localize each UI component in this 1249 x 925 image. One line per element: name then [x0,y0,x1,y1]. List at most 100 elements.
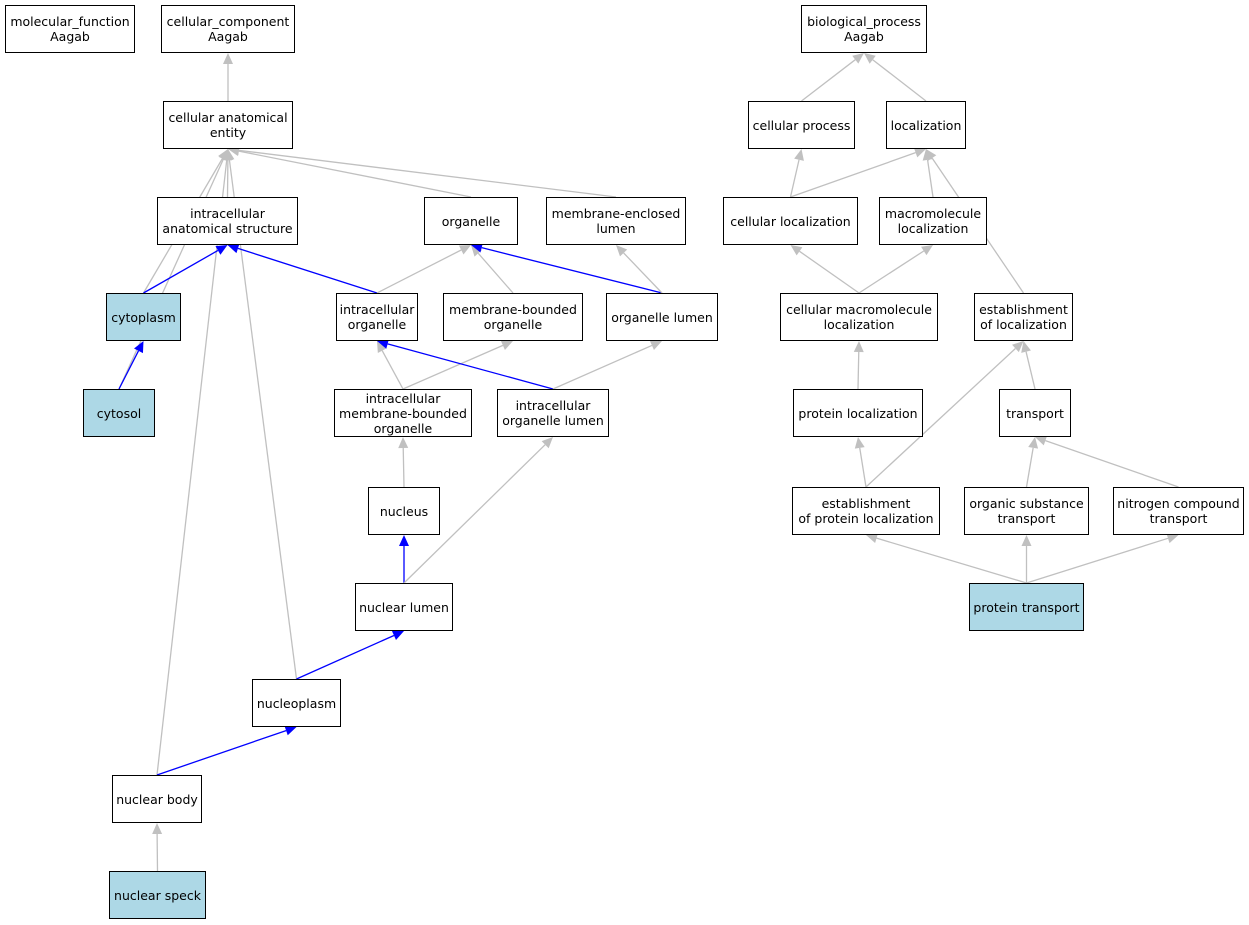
edge-arrowhead [458,245,471,255]
edge-arrowhead [1021,535,1032,546]
edge-line [143,249,219,294]
go-term-node[interactable]: biological_process Aagab [801,5,927,53]
edge-line [857,351,860,390]
go-term-node[interactable]: molecular_function Aagab [5,5,135,53]
go-term-node[interactable]: establishment of protein localization [792,487,940,535]
edge-line [228,159,298,680]
go-term-node[interactable]: intracellular anatomical structure [157,197,298,245]
go-term-node[interactable]: membrane-bounded organelle [443,293,583,341]
edge-arrowhead [227,243,240,254]
edge-arrowhead [794,149,804,161]
go-term-node[interactable]: nitrogen compound transport [1113,487,1244,535]
go-term-node[interactable]: nucleoplasm [252,679,341,727]
edge-arrowhead [152,823,163,835]
edge-arrowhead [215,245,228,255]
edge-arrowhead [926,149,937,161]
go-term-node[interactable]: cellular localization [723,197,858,245]
edge-line [403,444,546,584]
edge-line [156,729,287,776]
go-term-node[interactable]: intracellular organelle lumen [497,389,609,437]
edge-arrowhead [852,53,864,64]
edge-line [118,158,225,390]
edge-arrowhead [1012,341,1024,353]
edge-arrowhead [471,242,483,253]
go-term-node[interactable]: localization [886,101,966,149]
edge-line [118,350,140,390]
edge-arrowhead [1021,341,1031,353]
edge-line [387,343,554,390]
edge-line [381,350,404,390]
edge-arrowhead [134,341,144,354]
edge-line [1025,351,1036,390]
edge-line [237,247,378,294]
edge-line [481,247,663,294]
edge-arrowhead [913,147,926,158]
edge-line [1026,537,1169,584]
go-term-node[interactable]: intracellular organelle [336,293,418,341]
edge-arrowhead [1028,437,1039,449]
edge-arrowhead [853,341,864,353]
edge-arrowhead [854,437,865,449]
go-term-node[interactable]: organelle lumen [606,293,718,341]
edge-line [872,59,927,102]
go-term-node[interactable]: transport [999,389,1071,437]
edge-arrowhead [541,437,553,449]
go-term-node[interactable]: nuclear lumen [355,583,453,631]
edge-line [552,344,653,390]
edge-line [801,59,856,102]
go-term-node[interactable]: cellular macromolecule localization [780,293,938,341]
go-term-node[interactable]: protein transport [969,583,1084,631]
edge-line [623,252,663,294]
edge-line [799,250,860,294]
edge-line [238,150,472,198]
edge-arrowhead [1166,533,1179,544]
edge-line [790,152,916,198]
edge-line [1025,447,1034,488]
edge-line [156,159,228,776]
go-term-node[interactable]: macromolecule localization [879,197,987,245]
go-term-node[interactable]: cytosol [83,389,155,437]
edge-arrowhead [864,53,876,64]
edge-line [858,250,925,294]
edge-line [402,344,504,390]
edge-arrowhead [398,437,409,449]
edge-line [238,149,617,198]
edge-arrowhead [921,245,933,256]
edge-line [789,159,800,198]
edge-arrowhead [1035,435,1048,446]
edge-arrowhead [221,149,232,161]
go-term-node[interactable]: cellular process [748,101,855,149]
edge-line [1045,440,1179,488]
go-term-node[interactable]: establishment of localization [974,293,1073,341]
edge-arrowhead [284,725,297,736]
go-term-node[interactable]: intracellular membrane-bounded organelle [334,389,472,437]
edge-arrowhead [500,340,513,350]
go-term-node[interactable]: organelle [424,197,518,245]
edge-line [865,348,1016,488]
edge-arrowhead [377,339,389,349]
edge-line [402,447,405,488]
go-term-node[interactable]: cellular anatomical entity [163,101,293,149]
edge-arrowhead [377,341,387,354]
go-term-node[interactable]: organic substance transport [964,487,1089,535]
edge-line [859,447,867,488]
edge-arrowhead [391,630,404,641]
go-term-node[interactable]: nuclear speck [109,871,206,919]
edge-line [926,159,934,198]
go-term-node[interactable]: membrane-enclosed lumen [546,197,686,245]
edge-line [296,634,395,680]
edge-arrowhead [866,533,878,543]
edge-line [477,252,514,294]
edge-arrowhead [649,340,662,351]
edge-line [376,249,462,294]
go-term-node[interactable]: cellular_component Aagab [161,5,295,53]
go-term-node[interactable]: nucleus [368,487,440,535]
go-term-node[interactable]: nuclear body [112,775,202,823]
edge-arrowhead [399,535,409,546]
go-term-node[interactable]: protein localization [793,389,923,437]
edge-arrowhead [223,53,233,64]
edge-arrowhead [471,245,483,257]
go-term-node[interactable]: cytoplasm [106,293,181,341]
